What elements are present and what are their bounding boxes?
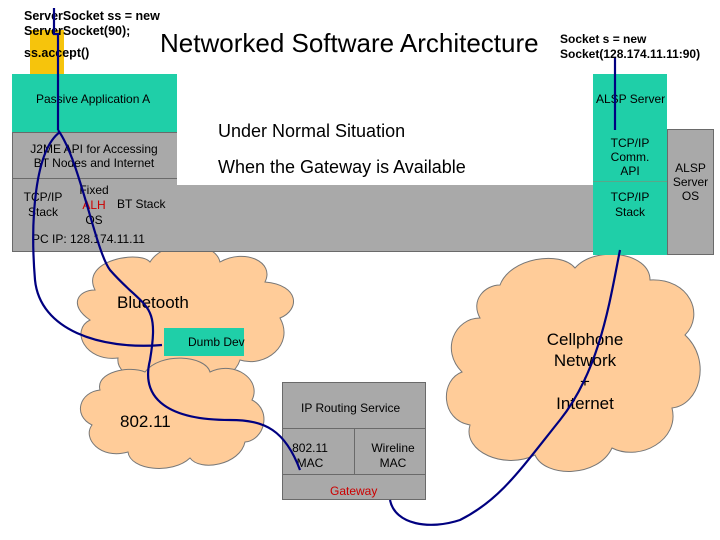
server-tcp-column	[593, 129, 667, 255]
passive-application-label: Passive Application A	[36, 92, 151, 106]
server-code-line1: ServerSocket ss = new	[24, 9, 160, 23]
alsp-server-box	[593, 74, 667, 129]
cell-label-line3: +	[580, 372, 590, 391]
server-comm-line3: API	[620, 164, 640, 178]
client-code-line1: Socket s = new	[560, 32, 647, 46]
server-os-line2: Server	[672, 175, 709, 189]
wifi-label: 802.11	[120, 412, 171, 431]
server-comm-line2: Comm.	[610, 150, 650, 164]
mac1-line1: 802.11	[292, 441, 328, 455]
server-tcp-line1: TCP/IP	[610, 190, 650, 204]
pc-ip-label: PC IP: 128.174.11.11	[32, 232, 145, 246]
heading-gateway-available: When the Gateway is Available	[218, 157, 466, 177]
alh-label: ALH	[82, 198, 106, 212]
os-label: OS	[85, 213, 103, 227]
mac2-line1: Wireline	[371, 441, 415, 455]
fixed-label: Fixed	[79, 183, 109, 197]
host-a-gray-ext	[176, 185, 600, 252]
server-os-line1: ALSP	[675, 161, 706, 175]
heading-normal-situation: Under Normal Situation	[218, 121, 406, 141]
passive-application-box	[12, 74, 177, 132]
mac1-line2: MAC	[296, 456, 324, 470]
gateway-label: Gateway	[330, 484, 378, 498]
client-code-line2: Socket(128.174.11.11:90)	[560, 47, 701, 61]
server-tcp-line2: Stack	[614, 205, 645, 219]
j2me-api-line2: BT Nodes and Internet	[33, 156, 155, 170]
host-a-tcp-line1: TCP/IP	[23, 190, 63, 204]
server-os-line3: OS	[681, 189, 700, 203]
server-code-line2: ServerSocket(90);	[24, 24, 131, 38]
host-a-tcp-line2: Stack	[27, 205, 58, 219]
server-comm-line1: TCP/IP	[610, 136, 650, 150]
alsp-server-label: ALSP Server	[596, 92, 666, 106]
wifi-cloud	[80, 357, 265, 469]
cell-label-line2: Network	[553, 351, 617, 370]
alsp-server-os-box	[667, 129, 714, 255]
server-divider	[593, 181, 667, 182]
cell-label-line4: Internet	[556, 394, 614, 413]
j2me-api-line1: J2ME API for Accessing	[30, 142, 158, 156]
page-title: Networked Software Architecture	[160, 28, 539, 58]
bluetooth-label: Bluetooth	[117, 293, 189, 312]
cell-label-line1: Cellphone	[546, 330, 624, 349]
mac2-line2: MAC	[379, 456, 407, 470]
gateway-divider-h2	[282, 474, 426, 475]
dumb-dev-label: Dumb Dev	[188, 335, 245, 349]
gateway-divider-v	[354, 428, 355, 474]
host-a-divider	[12, 178, 177, 179]
server-code-line3: ss.accept()	[24, 46, 90, 60]
bt-stack-label: BT Stack	[117, 197, 166, 211]
routing-label: IP Routing Service	[301, 401, 401, 415]
